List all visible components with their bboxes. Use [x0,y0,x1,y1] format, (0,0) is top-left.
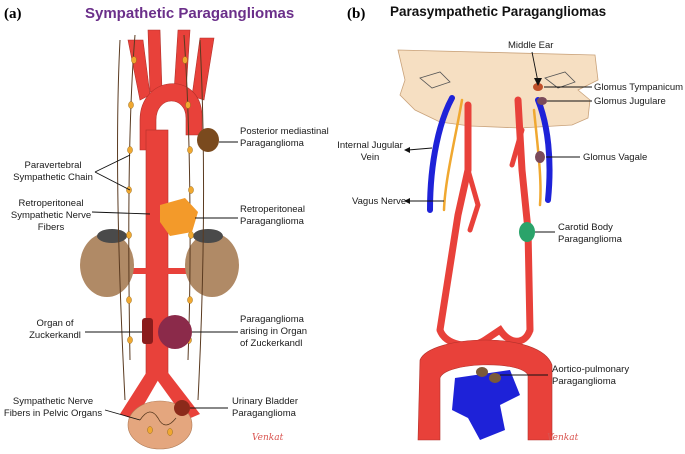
aortic-arch-b [436,325,534,349]
posterior-mediastinal-tumor [197,128,219,152]
panel-a-title: Sympathetic Paragangliomas [85,5,294,22]
carotid-arteries [436,96,534,334]
iliac-artery-left [120,370,164,420]
glomus-jugulare-tumor [537,97,547,105]
label-ijv-1: Internal Jugular [337,140,402,151]
zuckerkandl-tumor [158,315,192,349]
renal-artery-right [166,268,202,274]
label-organ-2: Zuckerkandl [29,330,81,341]
pulmonary-artery [452,370,520,440]
label-retro-fibers-1: Retroperitoneal [19,198,84,209]
aortic-arch-large [417,339,553,441]
bladder-nerve-fibers [139,411,177,426]
label-posterior-mediastinal-2: Paraganglioma [240,138,305,149]
skull-left-canal [419,71,451,89]
label-glomus-tympanicum: Glomus Tympanicum [594,82,683,93]
glomus-tympanicum-tumor [533,83,543,91]
vagus-nerves [442,98,542,212]
label-carotid-1: Carotid Body [558,222,613,233]
panel-b-arrowheads [404,78,542,204]
label-middle-ear: Middle Ear [508,40,553,51]
adrenal-right [193,229,223,243]
panel-a-letter: (a) [4,6,22,22]
organ-of-zuckerkandl [142,318,153,344]
label-glomus-vagale: Glomus Vagale [583,152,647,163]
panel-b-letter: (b) [347,6,365,22]
label-retro-fibers-2: Sympathetic Nerve [11,210,91,221]
label-pelvic-2: Fibers in Pelvic Organs [4,408,102,419]
label-vagus: Vagus Nerve [352,196,406,207]
sympathetic-ganglia [126,56,194,436]
label-glomus-jugulare: Glomus Jugulare [594,96,666,107]
panel-b-leaders [407,51,592,376]
label-aortico-2: Paraganglioma [552,376,617,387]
label-organ-1: Organ of [37,318,74,329]
label-bladder-1: Urinary Bladder [232,396,298,407]
glomus-vagale-tumor [535,151,545,163]
label-paravertebral-1: Paravertebral [24,160,81,171]
label-retro-para-2: Paraganglioma [240,216,305,227]
label-carotid-2: Paraganglioma [558,234,623,245]
bladder-tumor [174,400,190,416]
kidney-right [185,233,239,297]
label-bladder-2: Paraganglioma [232,408,297,419]
internal-jugular-veins [427,95,553,213]
panel-b-title: Parasympathetic Paragangliomas [390,4,606,19]
carotid-body-tumor [519,222,535,242]
panel-b: (b) Parasympathetic Paragangliomas [337,4,683,443]
label-pelvic-1: Sympathetic Nerve [13,396,93,407]
label-retro-para-1: Retroperitoneal [240,204,305,215]
label-para-organ-2: arising in Organ [240,326,307,337]
panel-a-leaders [85,141,238,421]
skull-right-canal [544,71,576,89]
skull-base [397,49,599,129]
label-para-organ-3: of Zuckerkandl [240,338,302,349]
retroperitoneal-tumor [160,198,198,236]
label-para-organ-1: Paraganglioma [240,314,305,325]
adrenal-left [97,229,127,243]
label-ijv-2: Vein [361,152,380,163]
panel-b-signature: Venkat [547,433,579,443]
label-aortico-1: Aortico-pulmonary [552,364,629,375]
label-retro-fibers-3: Fibers [38,222,65,233]
panel-a-signature: Venkat [252,433,284,443]
aortico-pulmonary-tumors [476,367,501,383]
label-posterior-mediastinal-1: Posterior mediastinal [240,126,329,137]
kidney-left [80,233,134,297]
panel-a: (a) Sympathetic Paragangliomas [4,5,329,450]
label-paravertebral-2: Sympathetic Chain [13,172,93,183]
